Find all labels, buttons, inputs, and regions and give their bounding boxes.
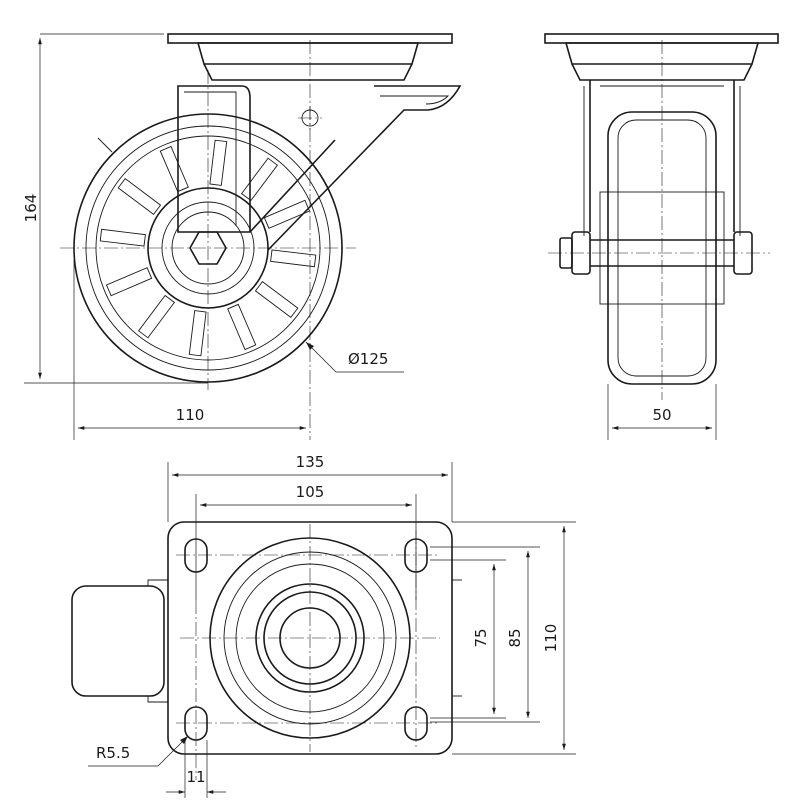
dim-hole-spacing-short: 75 [472,628,490,647]
wheel-spoke [188,310,207,357]
front-view: 50 [544,33,779,440]
dim-hole-spacing-long: 105 [296,483,325,501]
wheel-spoke [254,280,299,319]
dim-wheel-width: 50 [652,406,671,424]
wheel-spoke [240,157,279,202]
dim-wheel-diameter: Ø125 [348,350,388,368]
mounting-plate-front [544,33,779,44]
bearing-race-side [196,42,420,65]
wheel-spoke [270,249,317,268]
mounting-plate-top [167,521,453,755]
top-view: 135 105 110 85 75 R5.5 11 [71,453,576,798]
wheel-spoke [117,177,162,216]
wheel-spoke [105,267,153,297]
dim-plate-inner: 85 [506,628,524,647]
wheel-spoke [263,199,311,229]
dim-plate-width: 110 [542,624,560,653]
dim-height: 164 [22,194,40,223]
wheel-spoke [99,228,146,247]
wheel-spokes [99,139,317,357]
fork-tail [267,85,462,251]
wheel-spoke [137,294,176,339]
wheel-spoke [227,303,257,351]
wheel-top [71,585,165,697]
dim-plate-length: 135 [296,453,325,471]
dim-slot-radius: R5.5 [96,744,130,762]
wheel-spoke [159,145,189,193]
fork-leg [177,85,251,233]
dim-offset: 110 [176,406,205,424]
dim-slot-width: 11 [186,768,205,786]
side-view: 164 110 Ø125 [22,33,462,440]
wheel-spoke [209,139,228,186]
